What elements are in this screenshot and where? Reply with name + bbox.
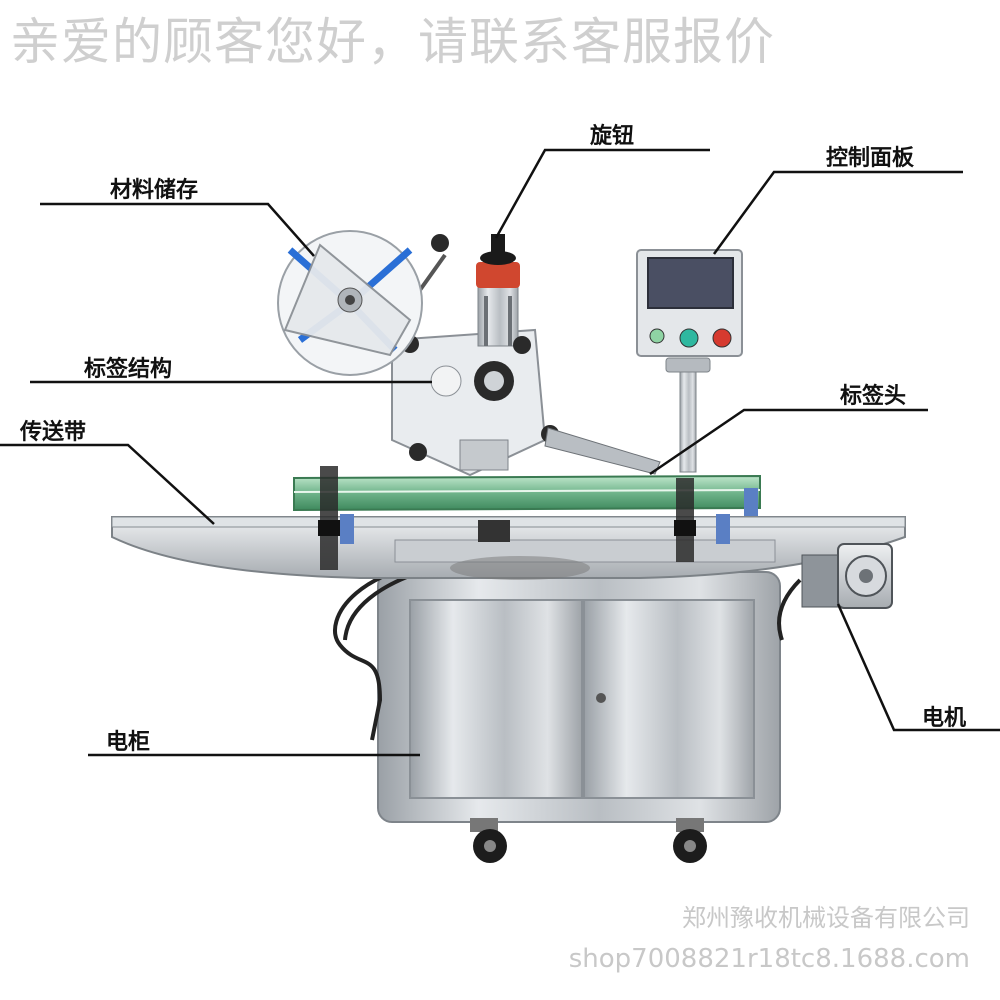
callout-material-storage: 材料储存 [110,178,199,203]
callout-motor: 电机 [922,706,967,731]
caster-wheels [470,818,707,863]
start-button-icon [649,328,665,344]
emergency-stop-icon [712,328,732,348]
cabinet-lock-icon [596,693,606,703]
brand-tag-icon [340,514,354,544]
label-head-arm [544,427,661,475]
top-watermark: 亲爱的顾客您好，请联系客服报价 [10,13,775,71]
callout-control-panel: 控制面板 [826,146,915,171]
labeling-unit [391,234,661,477]
control-panel-assembly [636,249,743,473]
guide-post-left [320,466,338,570]
knob-collar [476,262,520,288]
electric-cabinet [377,571,781,823]
cabinet-door-right [583,599,755,799]
shop-url-watermark: shop7008821r18tc8.1688.com [568,944,970,974]
callout-label-head: 标签头 [840,384,907,409]
company-watermark: 郑州豫收机械设备有限公司 [682,904,970,932]
touch-screen [647,257,734,309]
cabinet-door-left [409,599,583,799]
conveyor-belt [293,466,761,570]
motor [801,543,893,609]
material-storage-reel [277,230,423,376]
callout-leader-lines [0,148,1000,757]
callout-label-structure: 标签结构 [84,357,173,382]
run-button-icon [679,328,699,348]
callout-cabinet: 电柜 [106,730,151,755]
callout-conveyor: 传送带 [20,420,87,445]
callout-knob: 旋钮 [590,124,635,149]
adjust-knob-icon [480,251,516,265]
